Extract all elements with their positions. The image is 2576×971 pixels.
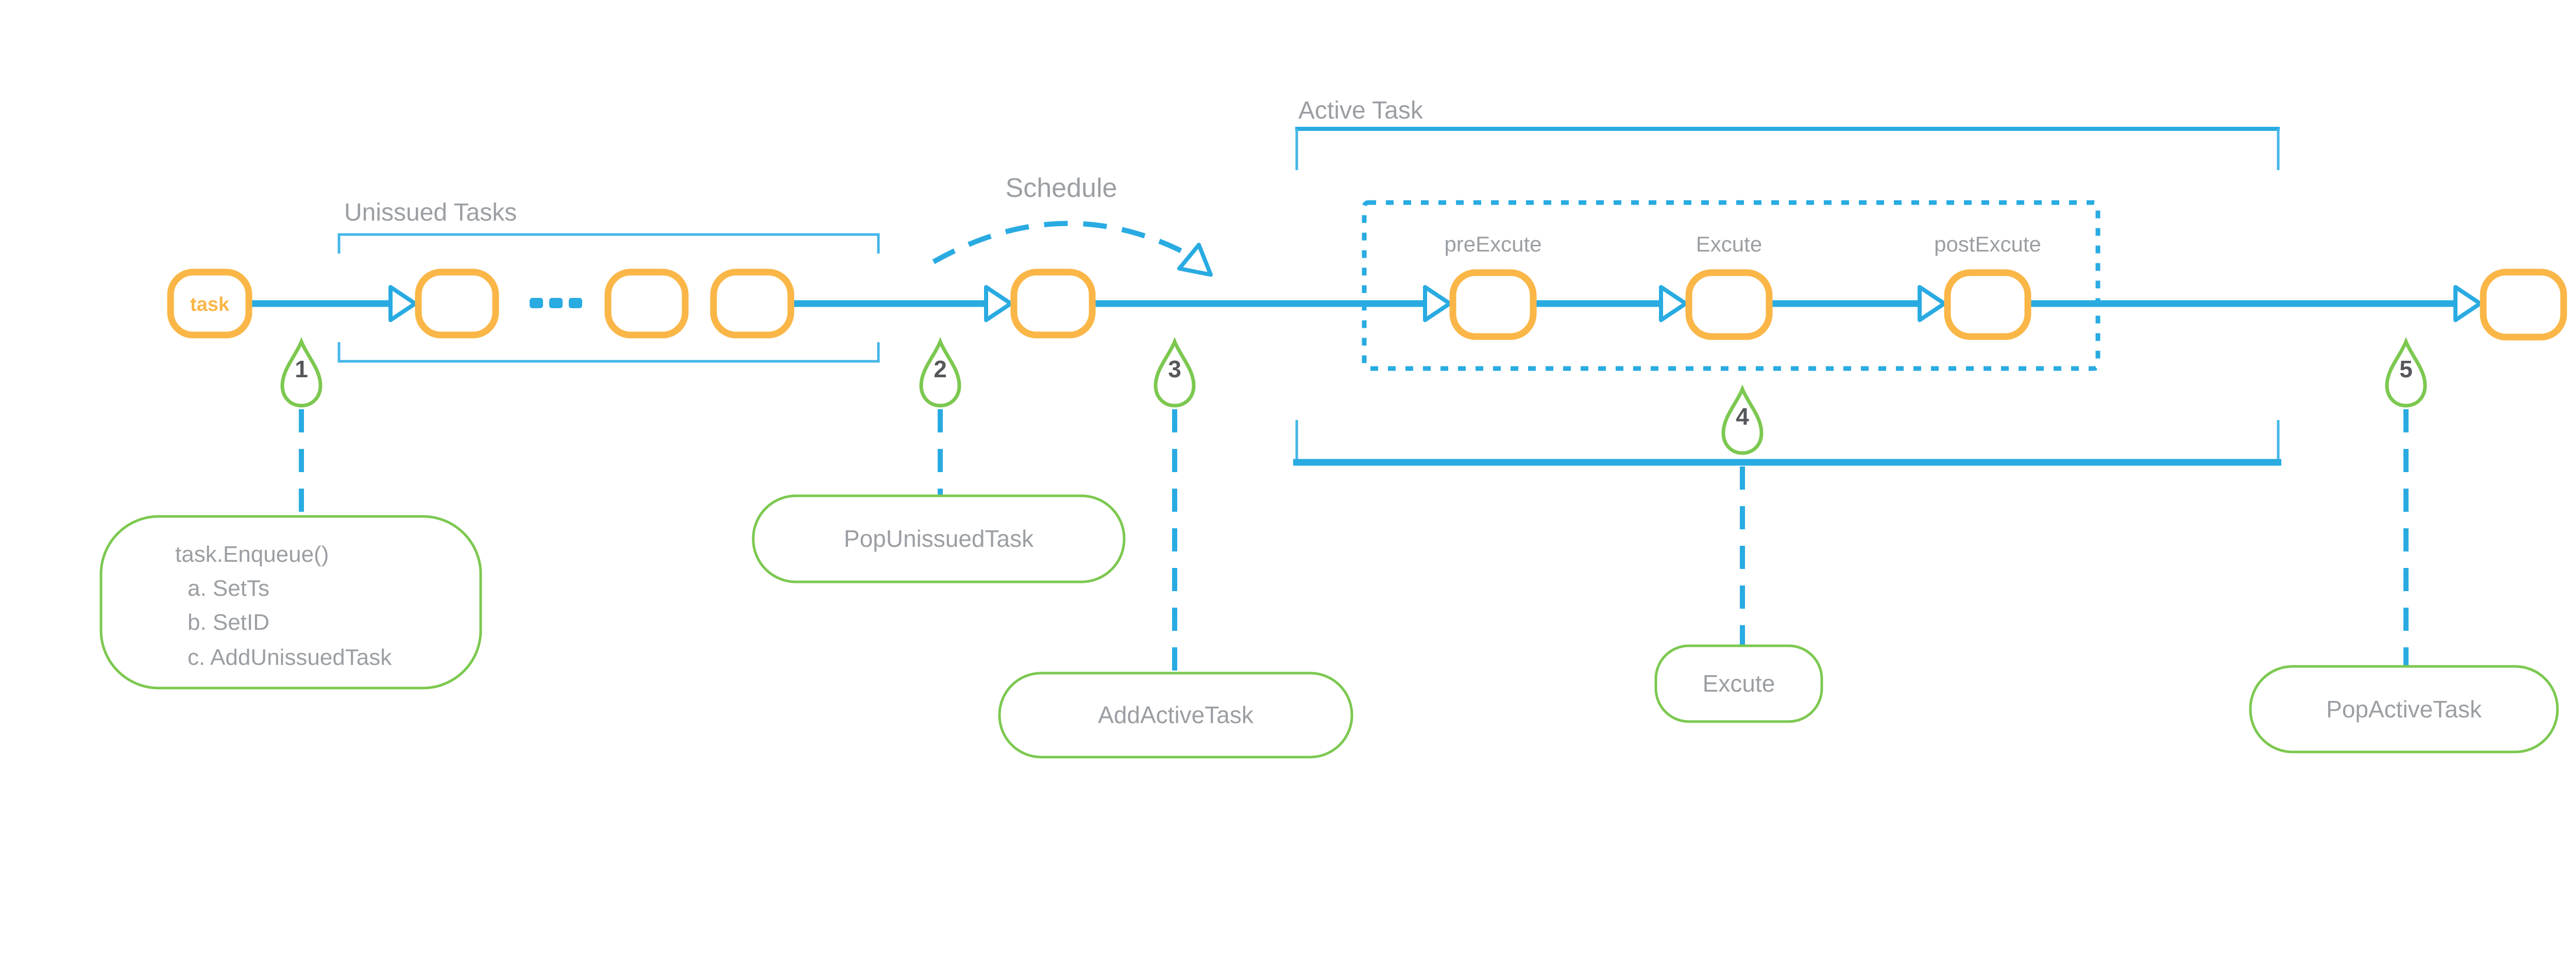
callout-add-active-label: AddActiveTask <box>1098 701 1254 728</box>
task-node-label: task <box>190 294 230 315</box>
callout-enqueue-line-1: task.Enqueue() <box>175 542 329 567</box>
callout-add-active-task: AddActiveTask <box>998 672 1353 759</box>
arrow-icon <box>1423 285 1452 322</box>
active-task-label: Active Task <box>1298 97 1423 124</box>
arrow-icon <box>2453 285 2482 322</box>
callout-excute-box <box>1654 644 1823 723</box>
arrow-icon <box>984 285 1013 322</box>
schedule-arc <box>932 221 1198 264</box>
callout-enqueue-box <box>99 515 482 690</box>
done-node <box>2480 269 2567 341</box>
schedule-label: Schedule <box>1006 173 1117 203</box>
queue-ellipsis-dots <box>530 298 582 308</box>
pin-3 <box>1154 337 1196 408</box>
callout-enqueue: task.Enqueue() a. SetTs b. SetID c. AddU… <box>99 515 482 690</box>
unissued-node-2 <box>604 269 689 339</box>
schedule-node <box>1010 269 1096 339</box>
pin-5-number: 5 <box>2399 356 2413 382</box>
excute-node <box>1685 269 1773 340</box>
active-task-top-bracket-ticks <box>1295 129 2280 170</box>
unissued-tasks-label: Unissued Tasks <box>344 199 517 226</box>
arrow-icon <box>1918 285 1946 322</box>
pin-5 <box>2385 337 2427 408</box>
post-excute-label: postExcute <box>1934 232 2041 256</box>
active-task-bottom-bracket-ticks <box>1295 420 2280 459</box>
pre-excute-node <box>1449 269 1537 340</box>
callout-enqueue-line-4: c. AddUnissuedTask <box>188 645 392 670</box>
unissued-tasks-top-bracket <box>337 233 880 254</box>
arrow-icon <box>388 285 417 322</box>
pin-2-number: 2 <box>934 356 947 382</box>
callout-pop-active-box <box>2249 665 2559 754</box>
unissued-node-3 <box>710 269 794 339</box>
callout-excute-label: Excute <box>1703 670 1775 697</box>
task-node <box>167 269 252 339</box>
dot <box>549 298 563 308</box>
callout-enqueue-line-2: a. SetTs <box>188 576 269 601</box>
unissued-node-1 <box>415 269 499 339</box>
dot <box>569 298 582 308</box>
unissued-tasks-section: Unissued Tasks <box>337 199 880 363</box>
callouts: task.Enqueue() a. SetTs b. SetID c. AddU… <box>99 494 2559 759</box>
pin-icon <box>919 337 961 408</box>
pin-4 <box>1721 384 1764 455</box>
callout-add-active-box <box>998 672 1353 759</box>
excute-label: Excute <box>1696 232 1762 256</box>
arrow-icon <box>1659 285 1688 322</box>
unissued-tasks-bottom-bracket <box>337 342 880 363</box>
pin-icon <box>1721 384 1764 455</box>
pin-4-number: 4 <box>1736 403 1749 430</box>
pin-2 <box>919 337 961 408</box>
callout-enqueue-line-3: b. SetID <box>188 610 269 635</box>
callout-pop-unissued-task: PopUnissuedTask <box>752 494 1126 583</box>
active-task-section: Active Task preExcute Excute postExcute <box>1293 97 2281 466</box>
pin-icon <box>280 337 323 408</box>
pin-icon <box>1154 337 1196 408</box>
pre-excute-label: preExcute <box>1444 232 1541 256</box>
post-excute-node <box>1944 269 2031 340</box>
step-pins: 1 2 3 4 5 <box>280 337 2427 455</box>
callout-pop-active-label: PopActiveTask <box>2326 696 2482 723</box>
callout-connectors <box>299 409 2409 681</box>
schedule-arrow-icon <box>1177 243 1213 277</box>
callout-pop-unissued-label: PopUnissuedTask <box>844 525 1034 552</box>
pin-icon <box>2385 337 2427 408</box>
task-nodes: task <box>167 269 2567 341</box>
dot <box>530 298 543 308</box>
execution-stages-box <box>1362 200 2100 371</box>
pin-3-number: 3 <box>1168 356 1181 382</box>
pin-1-number: 1 <box>295 356 308 382</box>
callout-pop-unissued-box <box>752 494 1126 583</box>
callout-pop-active-task: PopActiveTask <box>2249 665 2559 754</box>
callout-excute: Excute <box>1654 644 1823 723</box>
schedule-annotation: Schedule <box>932 173 1213 277</box>
pin-1 <box>280 337 323 408</box>
